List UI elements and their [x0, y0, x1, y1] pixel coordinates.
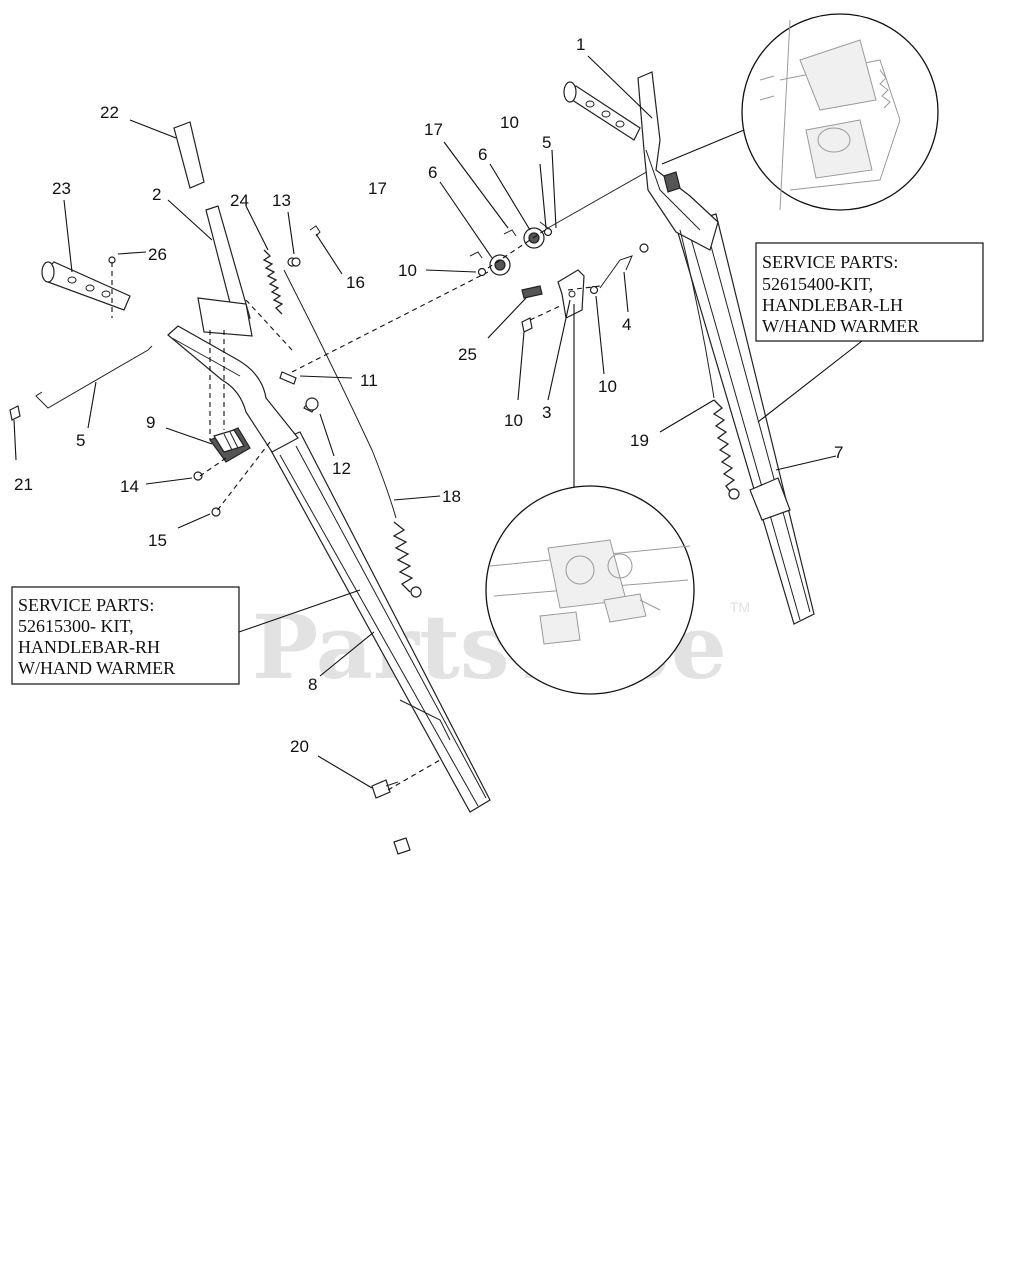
callout-5-right: 5 [542, 133, 551, 152]
service-box-rh-line-3: HANDLEBAR-RH [18, 637, 160, 657]
callout-15: 15 [148, 531, 167, 550]
washer-10-a[interactable] [477, 267, 487, 277]
callout-18: 18 [442, 487, 461, 506]
heated-grip-rh[interactable] [41, 261, 131, 311]
callout-13: 13 [272, 191, 291, 210]
control-rod-lh[interactable] [547, 165, 657, 229]
callout-numbers: 1 2 3 4 5 5 6 6 7 8 9 10 10 10 10 11 12 … [14, 35, 843, 756]
service-box-lh: SERVICE PARTS: 52615400-KIT, HANDLEBAR-L… [755, 242, 984, 423]
watermark-tm: TM [730, 599, 750, 615]
nut-13[interactable] [291, 257, 301, 267]
callout-20: 20 [290, 737, 309, 756]
screw-10-d[interactable] [521, 317, 533, 333]
bolt-21[interactable] [9, 405, 21, 421]
callout-16: 16 [346, 273, 365, 292]
heated-grip-lh[interactable] [563, 81, 641, 141]
pin-11[interactable] [279, 371, 297, 385]
callout-24: 24 [230, 191, 249, 210]
callout-26: 26 [148, 245, 167, 264]
callout-11: 11 [360, 371, 378, 390]
washer-14[interactable] [193, 471, 203, 481]
control-rod-rh[interactable] [39, 345, 153, 409]
nut-4[interactable] [639, 243, 649, 253]
callout-22: 22 [100, 103, 119, 122]
callout-7: 7 [834, 443, 843, 462]
service-box-rh: SERVICE PARTS: 52615300- KIT, HANDLEBAR-… [11, 586, 361, 685]
callout-5-left: 5 [76, 431, 85, 450]
service-box-lh-line-1: SERVICE PARTS: [762, 252, 898, 272]
spring-19[interactable] [712, 399, 736, 495]
callout-8: 8 [308, 675, 317, 694]
washer-10-b[interactable] [543, 227, 553, 237]
handlebar-rh-assembly [9, 121, 491, 855]
handlebar-lh-assembly [563, 71, 815, 625]
clip-17-left[interactable] [469, 251, 483, 259]
clip-16[interactable] [309, 225, 321, 237]
handle-post-rh[interactable] [205, 205, 251, 327]
callout-9: 9 [146, 413, 155, 432]
callout-17-top: 17 [424, 120, 443, 139]
callout-10-c: 10 [504, 411, 523, 430]
callout-10-a: 10 [398, 261, 417, 280]
callout-19: 19 [630, 431, 649, 450]
spring-24[interactable] [262, 249, 284, 315]
upper-handle-rh[interactable] [167, 325, 299, 453]
clip-17-right[interactable] [503, 229, 517, 237]
callout-10-b: 10 [500, 113, 519, 132]
callout-12: 12 [332, 459, 351, 478]
bracket-3[interactable] [557, 269, 585, 319]
service-box-lh-line-4: W/HAND WARMER [762, 316, 919, 336]
callout-10-d: 10 [598, 377, 617, 396]
pin-4[interactable] [599, 255, 633, 289]
service-box-rh-line-2: 52615300- KIT, [18, 616, 134, 636]
callout-17-left: 17 [368, 179, 387, 198]
leader-lines [13, 55, 837, 789]
cable-18[interactable] [283, 269, 397, 519]
assembly-lines-center [487, 227, 601, 321]
callout-14: 14 [120, 477, 139, 496]
service-box-rh-line-1: SERVICE PARTS: [18, 595, 154, 615]
upper-handle-lh[interactable] [637, 71, 719, 251]
service-box-lh-line-2: 52615400-KIT, [762, 274, 873, 294]
service-box-lh-line-3: HANDLEBAR-LH [762, 295, 903, 315]
callout-4: 4 [622, 315, 631, 334]
detail-view-top [661, 13, 939, 211]
detail-view-bottom [485, 304, 695, 695]
callout-6-right: 6 [478, 145, 487, 164]
center-linkage [469, 165, 657, 333]
callout-23: 23 [52, 179, 71, 198]
hand-warmer-switch[interactable] [209, 427, 251, 463]
grip-cap[interactable] [173, 121, 205, 189]
assembly-lines-rh [111, 262, 489, 791]
service-box-rh-line-4: W/HAND WARMER [18, 658, 175, 678]
callout-25: 25 [458, 345, 477, 364]
callout-21: 21 [14, 475, 33, 494]
bolt-20[interactable] [371, 779, 399, 799]
callout-1: 1 [576, 35, 585, 54]
callout-6-left: 6 [428, 163, 437, 182]
callout-3: 3 [542, 403, 551, 422]
spring-clip-25[interactable] [521, 285, 543, 299]
collar-6-right[interactable] [523, 227, 545, 249]
washer-10-c[interactable] [589, 285, 599, 295]
bolt-loose[interactable] [393, 837, 411, 855]
collar-6-left[interactable] [489, 254, 511, 276]
spring-18[interactable] [392, 521, 414, 593]
callout-2: 2 [152, 185, 161, 204]
